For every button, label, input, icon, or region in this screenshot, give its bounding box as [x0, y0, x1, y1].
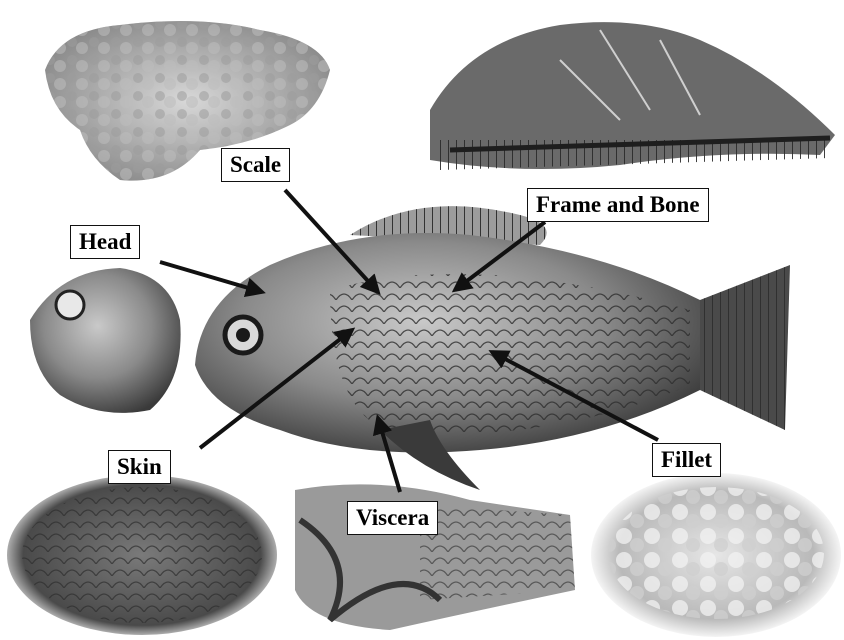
arrow-head	[160, 262, 262, 292]
label-skin: Skin	[108, 450, 171, 484]
label-scale: Scale	[221, 148, 290, 182]
head-image	[30, 268, 181, 413]
skin-image	[7, 475, 277, 635]
label-fillet: Fillet	[652, 443, 721, 477]
label-head: Head	[70, 225, 140, 259]
frame-and-bone-image	[430, 22, 835, 170]
fillet-image	[591, 473, 841, 637]
label-frame-and-bone: Frame and Bone	[527, 188, 709, 222]
label-viscera: Viscera	[347, 501, 438, 535]
